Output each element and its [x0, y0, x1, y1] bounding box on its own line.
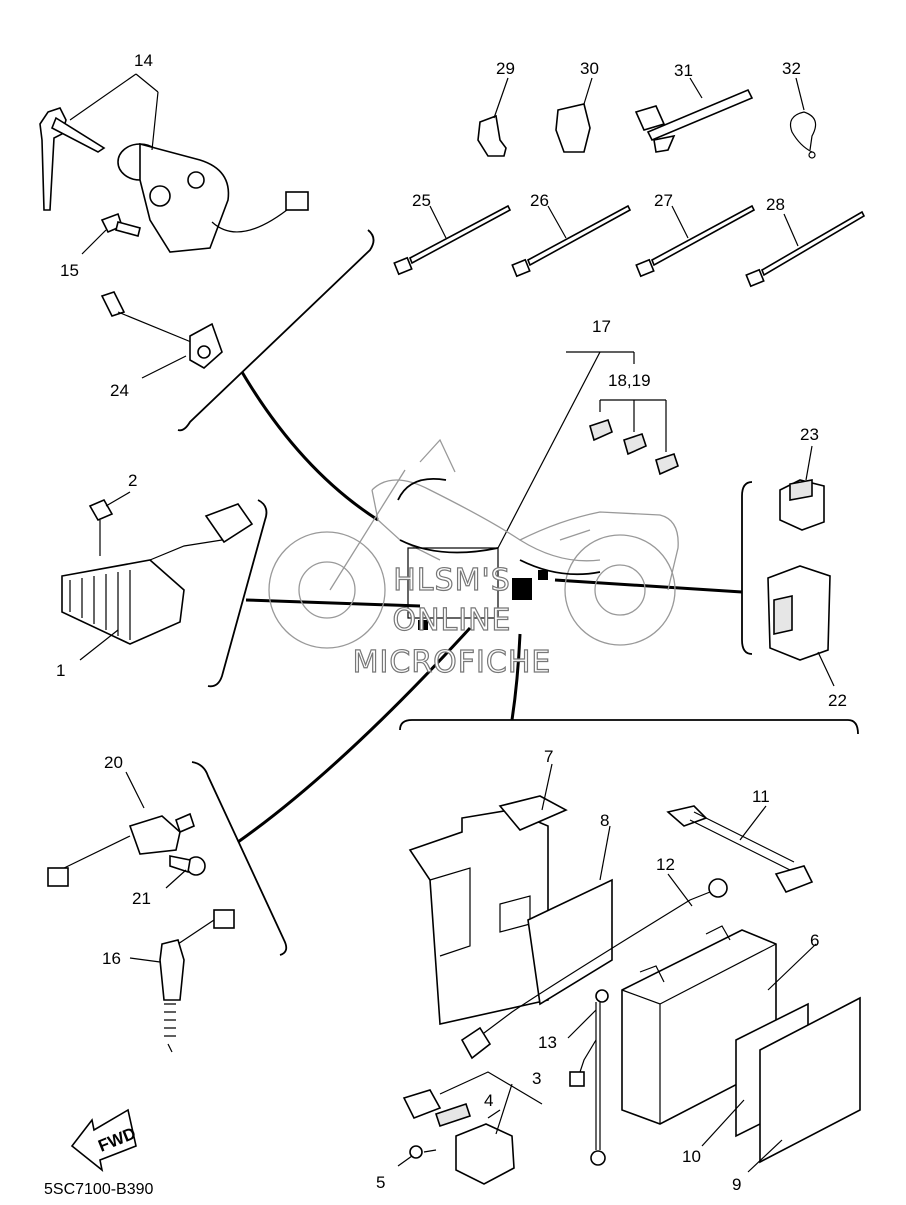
clip-29	[477, 77, 509, 157]
watermark-line-3: MICROFICHE	[353, 645, 552, 680]
callout-7: 7	[544, 747, 553, 766]
switch-20	[47, 771, 195, 887]
callout-9: 9	[732, 1175, 741, 1194]
callout-29: 29	[496, 59, 515, 78]
callout-31: 31	[674, 61, 693, 80]
screw-15	[81, 212, 141, 255]
callout-4: 4	[484, 1091, 493, 1110]
callout-10: 10	[682, 1147, 701, 1166]
band-11	[666, 805, 814, 893]
cable-tie-27	[635, 204, 756, 278]
callout-12: 12	[656, 855, 675, 874]
switch-16	[129, 909, 235, 1053]
cover-9	[747, 996, 861, 1173]
callout-14: 14	[134, 51, 153, 70]
callout-15: 15	[60, 261, 79, 280]
fuses-18-19	[566, 351, 679, 476]
cable-tie-26	[511, 204, 632, 278]
screw-21	[165, 855, 206, 889]
diagram-code: 5SC7100-B390	[44, 1181, 154, 1198]
cable-tie-25	[393, 204, 512, 276]
callout-21: 21	[132, 889, 151, 908]
callout-labels: 1 2 3 4 5 6 7 8 9 10 11 12 13 14 15 16 1…	[56, 51, 847, 1194]
bolt-2	[88, 491, 131, 556]
callout-22: 22	[828, 691, 847, 710]
battery-box-7	[408, 763, 568, 1025]
callout-27: 27	[654, 191, 673, 210]
callout-2: 2	[128, 471, 137, 490]
callout-23: 23	[800, 425, 819, 444]
callout-11: 11	[752, 787, 770, 806]
callout-16: 16	[102, 949, 121, 968]
callout-1: 1	[56, 661, 65, 680]
harness-leader-lines	[237, 351, 743, 844]
callout-30: 30	[580, 59, 599, 78]
sensor-24	[100, 291, 223, 379]
cable-tie-28	[745, 210, 866, 288]
callout-13: 13	[538, 1033, 557, 1052]
callout-6: 6	[810, 931, 819, 950]
fwd-arrow-icon: FWD	[70, 1108, 139, 1172]
control-unit-22	[767, 565, 835, 687]
callout-3: 3	[532, 1069, 541, 1088]
group-brackets	[177, 229, 859, 956]
rectifier-1	[61, 503, 254, 661]
watermark: HLSM'S ONLINE MICROFICHE	[352, 562, 552, 680]
clip-32	[789, 77, 817, 159]
cable-12	[460, 873, 728, 1060]
pad-8	[527, 825, 613, 1006]
callout-24: 24	[110, 381, 129, 400]
callout-20: 20	[104, 753, 123, 772]
callout-28: 28	[766, 195, 785, 214]
watermark-line-1: HLSM'S	[393, 563, 511, 598]
callout-25: 25	[412, 191, 431, 210]
lead-13	[567, 989, 609, 1166]
callout-32: 32	[782, 59, 801, 78]
relay-23	[779, 445, 825, 531]
main-switch-14	[39, 73, 309, 253]
callout-5: 5	[376, 1173, 385, 1192]
watermark-line-2: ONLINE	[392, 603, 511, 638]
band-31	[634, 77, 754, 153]
motorcycle-silhouette	[268, 438, 679, 649]
callout-17: 17	[592, 317, 611, 336]
callout-26: 26	[530, 191, 549, 210]
callout-8: 8	[600, 811, 609, 830]
callout-18-19: 18,19	[608, 371, 651, 390]
clip-30	[555, 77, 593, 153]
starter-relay-3-4-5	[397, 1071, 543, 1185]
